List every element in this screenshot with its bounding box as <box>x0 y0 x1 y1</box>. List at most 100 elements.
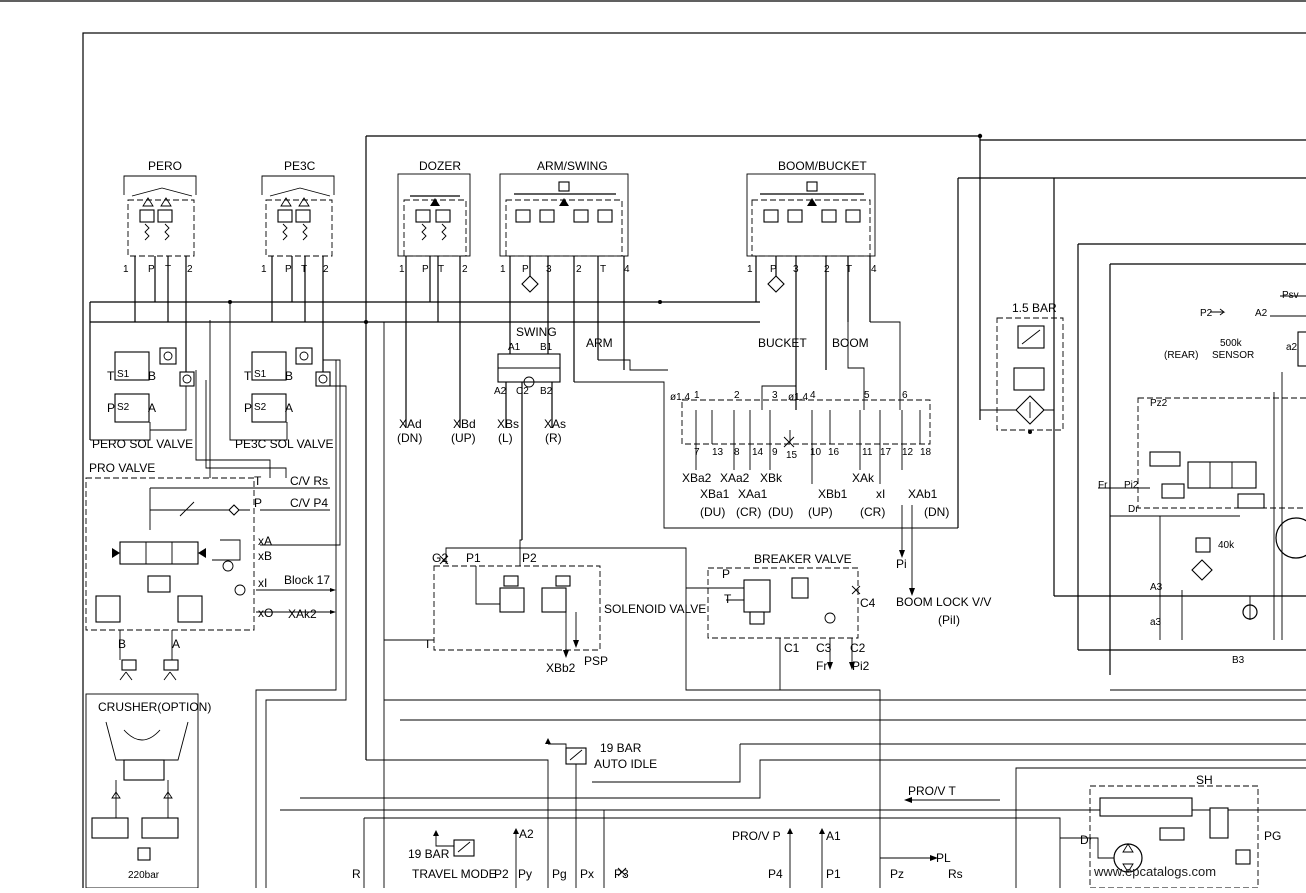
svg-text:ø1.4: ø1.4 <box>788 392 808 403</box>
svg-text:Px: Px <box>580 867 594 881</box>
svg-text:P4: P4 <box>768 867 783 881</box>
svg-text:3: 3 <box>793 264 799 275</box>
svg-text:(UP): (UP) <box>808 505 833 519</box>
svg-text:S1: S1 <box>117 369 130 380</box>
svg-text:1: 1 <box>500 264 506 275</box>
svg-text:C4: C4 <box>860 596 876 610</box>
svg-text:2: 2 <box>187 264 193 275</box>
svg-text:(R): (R) <box>545 431 562 445</box>
svg-text:15: 15 <box>786 450 798 461</box>
svg-text:xO: xO <box>258 606 273 620</box>
svg-text:BOOM: BOOM <box>832 336 869 350</box>
svg-text:17: 17 <box>880 447 892 458</box>
svg-text:TRAVEL MODE: TRAVEL MODE <box>412 867 497 881</box>
svg-text:SENSOR: SENSOR <box>1212 350 1254 361</box>
svg-text:B1: B1 <box>540 342 553 353</box>
watermark: www.epcatalogs.com <box>1093 864 1216 879</box>
svg-text:6: 6 <box>902 390 908 401</box>
svg-text:P: P <box>244 401 252 415</box>
svg-text:T: T <box>165 264 171 275</box>
svg-text:P2: P2 <box>494 867 509 881</box>
breaker-valve-title: BREAKER VALVE <box>754 552 852 566</box>
crusher-title: CRUSHER(OPTION) <box>98 700 211 714</box>
svg-text:A2: A2 <box>1255 308 1268 319</box>
svg-text:P: P <box>422 264 429 275</box>
svg-text:7: 7 <box>694 447 700 458</box>
svg-text:PRO/V P: PRO/V P <box>732 829 781 843</box>
svg-text:P1: P1 <box>466 551 481 565</box>
svg-text:Py: Py <box>518 867 532 881</box>
svg-text:XAs: XAs <box>544 417 566 431</box>
svg-text:8: 8 <box>734 447 740 458</box>
svg-text:A: A <box>148 401 156 415</box>
svg-text:xI: xI <box>258 576 267 590</box>
svg-text:xA: xA <box>258 534 272 548</box>
svg-text:A2: A2 <box>494 386 507 397</box>
pe3c-sol-label: PE3C SOL VALVE <box>235 437 334 451</box>
svg-text:a3: a3 <box>1150 617 1162 628</box>
svg-text:C3: C3 <box>816 641 832 655</box>
svg-text:PSP: PSP <box>584 654 608 668</box>
svg-text:XBk: XBk <box>760 471 783 485</box>
svg-text:2: 2 <box>462 264 468 275</box>
main-pump-regulator <box>1098 295 1306 640</box>
svg-text:a2: a2 <box>1286 342 1298 353</box>
svg-text:A: A <box>285 401 293 415</box>
pe3c-title: PE3C <box>284 159 316 173</box>
svg-text:PG: PG <box>1264 829 1281 843</box>
svg-text:4: 4 <box>810 390 816 401</box>
pilot-valve-pe3c <box>261 175 335 380</box>
arm-swing-title: ARM/SWING <box>537 159 608 173</box>
svg-text:T: T <box>724 592 732 606</box>
svg-text:11: 11 <box>862 447 873 458</box>
pilot-manifold <box>574 321 958 596</box>
svg-text:P: P <box>770 264 777 275</box>
auto-idle-switch <box>545 738 587 765</box>
svg-text:2: 2 <box>734 390 740 401</box>
solenoid-valve <box>384 539 881 888</box>
pilot-valve-pero <box>123 175 197 380</box>
svg-text:A1: A1 <box>508 342 521 353</box>
svg-text:C2: C2 <box>516 386 529 397</box>
svg-text:A3: A3 <box>1150 582 1163 593</box>
svg-text:Fr: Fr <box>1098 480 1108 491</box>
svg-text:T: T <box>254 474 262 488</box>
svg-text:2: 2 <box>576 264 582 275</box>
svg-text:P: P <box>285 264 292 275</box>
svg-text:(DN): (DN) <box>397 431 422 445</box>
svg-text:C/V Rs: C/V Rs <box>290 474 328 488</box>
svg-text:3: 3 <box>546 264 552 275</box>
svg-text:220bar: 220bar <box>128 870 160 881</box>
svg-text:XAa2: XAa2 <box>720 471 750 485</box>
svg-text:Fr: Fr <box>816 659 827 673</box>
svg-text:(PiI): (PiI) <box>938 613 960 627</box>
svg-text:Pi: Pi <box>896 557 907 571</box>
svg-text:(DN): (DN) <box>924 505 949 519</box>
boom-lock-title: BOOM LOCK V/V <box>896 595 991 609</box>
drawing-border <box>82 32 1306 893</box>
svg-text:(REAR): (REAR) <box>1164 350 1198 361</box>
svg-text:XAk2: XAk2 <box>288 607 317 621</box>
svg-text:XAb1: XAb1 <box>908 487 938 501</box>
pilot-valve-boom-bucket <box>746 173 876 410</box>
svg-text:9: 9 <box>772 447 778 458</box>
svg-text:XBb2: XBb2 <box>546 661 576 675</box>
swing-shuttle <box>497 322 561 540</box>
svg-text:P1: P1 <box>826 867 841 881</box>
svg-text:Pz: Pz <box>890 867 904 881</box>
pero-sol-valve <box>90 347 195 441</box>
svg-text:T: T <box>846 264 852 275</box>
svg-text:A2: A2 <box>519 827 534 841</box>
svg-text:(DU): (DU) <box>768 505 793 519</box>
svg-text:PRO/V T: PRO/V T <box>908 784 956 798</box>
pro-valve-title: PRO VALVE <box>89 461 155 475</box>
svg-text:Psv: Psv <box>1282 290 1299 301</box>
svg-text:P2: P2 <box>522 551 537 565</box>
svg-text:Pi2: Pi2 <box>852 659 870 673</box>
svg-text:XAk: XAk <box>852 471 875 485</box>
pe3c-sol-valve <box>229 302 331 441</box>
svg-text:P: P <box>254 496 262 510</box>
svg-text:Dr: Dr <box>1080 833 1093 847</box>
relief-filter-assembly <box>980 317 1064 434</box>
